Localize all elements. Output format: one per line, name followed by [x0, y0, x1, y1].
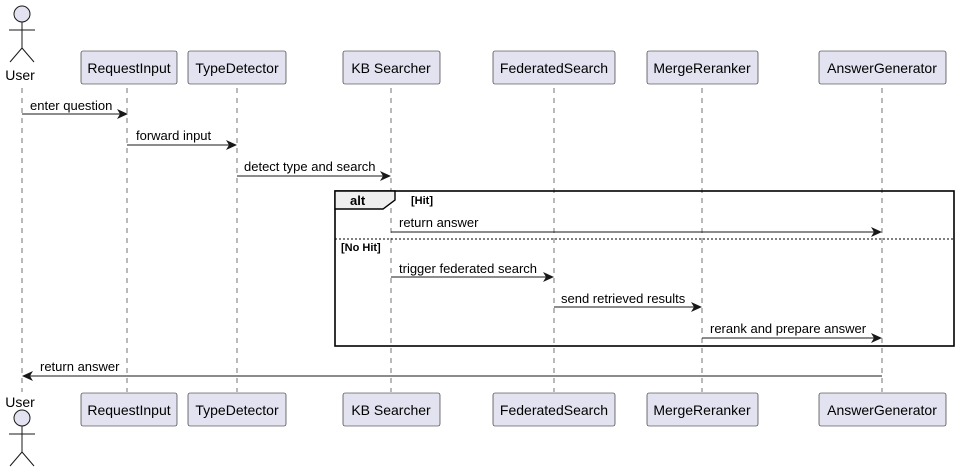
participant-kb-searcher-label-bottom: KB Searcher [351, 402, 431, 418]
alt-frame-title: alt [350, 193, 366, 208]
participant-merge-reranker-label-top: MergeReranker [653, 60, 751, 76]
message-return-answer-to-user: return answer [22, 359, 882, 381]
message-label: return answer [40, 359, 120, 374]
participant-kb-searcher-label-top: KB Searcher [351, 60, 431, 76]
alt-frame-border [334, 190, 955, 347]
message-label: return answer [399, 215, 479, 230]
message-send-retrieved-results: send retrieved results [554, 291, 702, 312]
participant-type-detector-bottom: TypeDetector [187, 392, 287, 427]
participant-answer-generator-bottom: AnswerGenerator [818, 392, 947, 427]
participant-federated-search-label-top: FederatedSearch [500, 60, 608, 76]
actor-user-label-top: User [5, 67, 35, 83]
participant-merge-reranker-bottom: MergeReranker [646, 392, 759, 427]
message-forward-input: forward input [127, 128, 237, 150]
alt-guard-no-hit: [No Hit] [341, 242, 381, 254]
participant-federated-search-top: FederatedSearch [492, 50, 616, 85]
lifelines [21, 88, 883, 392]
arrowhead [117, 109, 128, 119]
message-label: send retrieved results [561, 291, 686, 306]
actor-user-bottom [9, 409, 35, 467]
participant-kb-searcher-bottom: KB Searcher [342, 392, 441, 427]
participant-request-input-label-top: RequestInput [87, 60, 170, 76]
alt-frame-tab [334, 190, 396, 210]
arrowhead [22, 371, 33, 381]
message-trigger-federated-search: trigger federated search [391, 261, 554, 282]
participant-federated-search-label-bottom: FederatedSearch [500, 402, 608, 418]
participant-answer-generator-label-bottom: AnswerGenerator [827, 402, 937, 418]
arrowhead [226, 140, 237, 150]
arrowhead [380, 171, 391, 181]
participant-kb-searcher-top: KB Searcher [342, 50, 441, 85]
participant-type-detector-top: TypeDetector [187, 50, 287, 85]
alt-frame: alt [Hit] [No Hit] [334, 190, 955, 347]
message-label: enter question [30, 98, 112, 113]
message-enter-question: enter question [22, 98, 128, 119]
participant-answer-generator-top: AnswerGenerator [818, 50, 947, 85]
actor-user-label-bottom: User [5, 394, 35, 410]
arrowhead [691, 302, 702, 312]
arrowhead [871, 227, 882, 237]
message-label: rerank and prepare answer [710, 321, 867, 336]
message-label: trigger federated search [399, 261, 537, 276]
message-label: forward input [136, 128, 212, 143]
participant-answer-generator-label-top: AnswerGenerator [827, 60, 937, 76]
arrowhead [871, 333, 882, 343]
participant-type-detector-label-top: TypeDetector [195, 60, 279, 76]
message-detect-type-and-search: detect type and search [237, 159, 391, 181]
message-rerank-and-prepare-answer: rerank and prepare answer [702, 321, 882, 343]
alt-guard-hit: [Hit] [411, 195, 433, 207]
message-return-answer-hit: return answer [391, 215, 882, 237]
arrowhead [543, 272, 554, 282]
participant-merge-reranker-label-bottom: MergeReranker [653, 402, 751, 418]
participant-type-detector-label-bottom: TypeDetector [195, 402, 279, 418]
participant-request-input-bottom: RequestInput [80, 392, 178, 427]
participant-request-input-top: RequestInput [80, 50, 178, 85]
participant-request-input-label-bottom: RequestInput [87, 402, 170, 418]
actor-user-top [9, 5, 35, 63]
message-label: detect type and search [244, 159, 376, 174]
participant-merge-reranker-top: MergeReranker [646, 50, 759, 85]
participant-federated-search-bottom: FederatedSearch [492, 392, 616, 427]
